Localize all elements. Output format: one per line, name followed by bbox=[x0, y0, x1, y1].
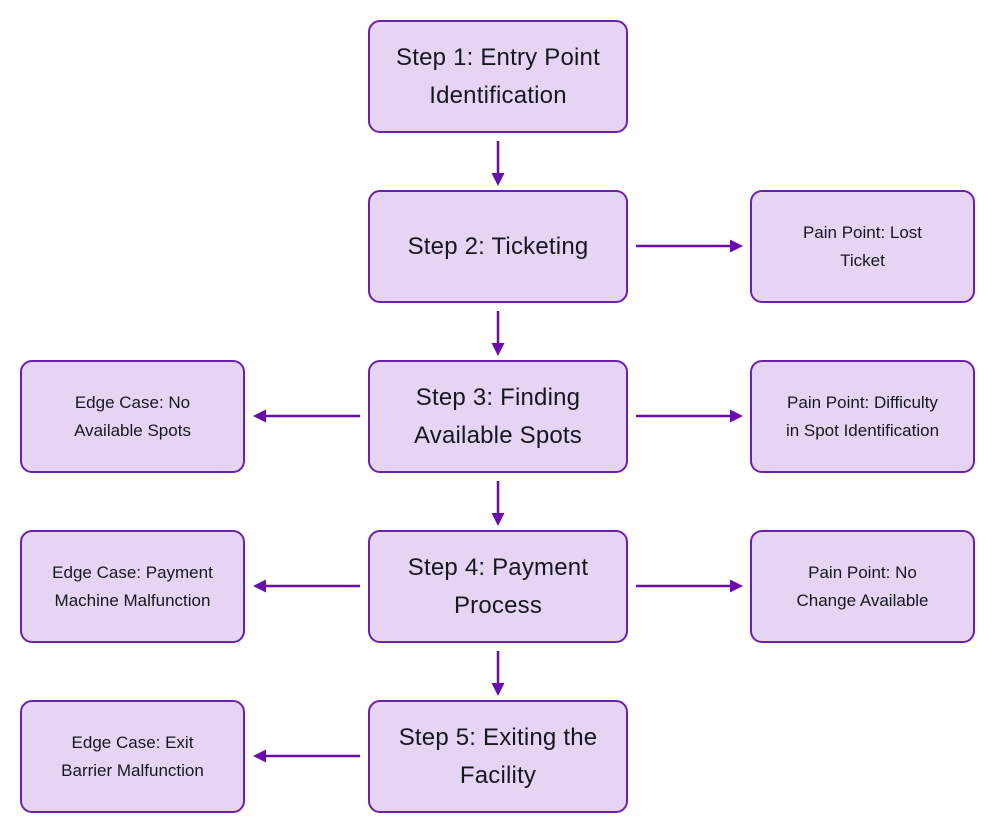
node-edge-case-no-available-spots: Edge Case: No Available Spots bbox=[20, 360, 245, 473]
arrow-step1-step2 bbox=[491, 141, 505, 186]
node-step-2: Step 2: Ticketing bbox=[368, 190, 628, 303]
arrow-step4-step5 bbox=[491, 651, 505, 696]
node-step-3: Step 3: Finding Available Spots bbox=[368, 360, 628, 473]
node-step-5: Step 5: Exiting the Facility bbox=[368, 700, 628, 813]
arrow-step4-edge-case bbox=[253, 579, 360, 593]
node-edge-case-payment-machine-malfunction: Edge Case: Payment Machine Malfunction bbox=[20, 530, 245, 643]
arrow-step2-step3 bbox=[491, 311, 505, 356]
arrow-step3-step4 bbox=[491, 481, 505, 526]
node-pain-point-no-change-available: Pain Point: No Change Available bbox=[750, 530, 975, 643]
arrow-step4-pain-point bbox=[636, 579, 743, 593]
arrow-step2-pain-point bbox=[636, 239, 743, 253]
arrow-step3-pain-point bbox=[636, 409, 743, 423]
node-step-4: Step 4: Payment Process bbox=[368, 530, 628, 643]
arrow-step5-edge-case bbox=[253, 749, 360, 763]
node-edge-case-exit-barrier-malfunction: Edge Case: Exit Barrier Malfunction bbox=[20, 700, 245, 813]
node-step-1: Step 1: Entry Point Identification bbox=[368, 20, 628, 133]
node-pain-point-lost-ticket: Pain Point: Lost Ticket bbox=[750, 190, 975, 303]
arrow-step3-edge-case bbox=[253, 409, 360, 423]
node-pain-point-spot-identification: Pain Point: Difficulty in Spot Identific… bbox=[750, 360, 975, 473]
